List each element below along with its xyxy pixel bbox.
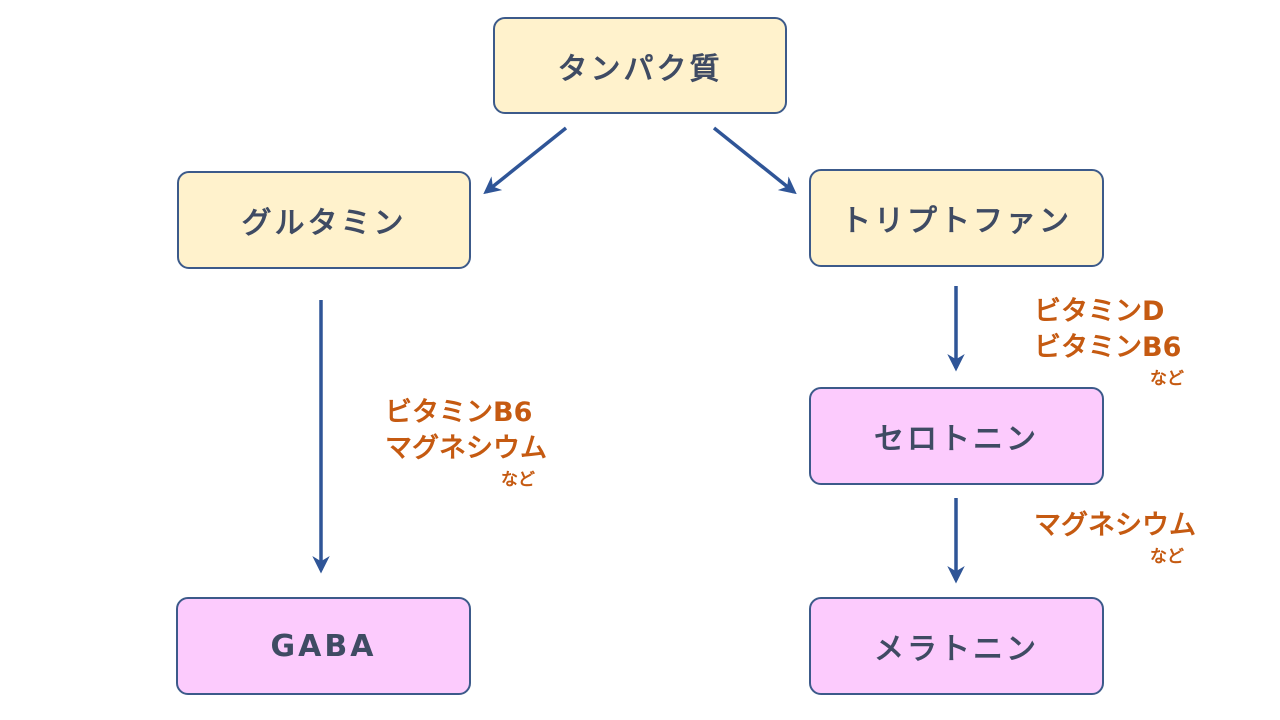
arrow-protein-to-glutamine bbox=[483, 126, 568, 195]
node-tryptophan-label: トリプトファン bbox=[841, 204, 1072, 239]
node-glutamine-label: グルタミン bbox=[241, 206, 407, 241]
arrow-protein-to-tryptophan bbox=[712, 126, 797, 195]
node-melatonin: メラトニン bbox=[809, 597, 1104, 695]
note-suffix: など bbox=[1150, 369, 1184, 389]
note-suffix: など bbox=[501, 470, 535, 490]
note-line: ビタミンB6 bbox=[1034, 332, 1182, 363]
note-suffix: など bbox=[1150, 547, 1184, 567]
note-line: マグネシウム bbox=[385, 433, 547, 464]
node-serotonin: セロトニン bbox=[809, 387, 1104, 485]
note-line: ビタミンB6 bbox=[385, 397, 533, 428]
node-melatonin-label: メラトニン bbox=[874, 632, 1039, 667]
node-glutamine: グルタミン bbox=[177, 171, 471, 269]
node-gaba-label: GABA bbox=[270, 628, 377, 664]
node-serotonin-label: セロトニン bbox=[874, 422, 1039, 457]
note-tryptophan-to-serotonin: ビタミンD ビタミンB6 など bbox=[1034, 294, 1184, 392]
note-line: マグネシウム bbox=[1034, 510, 1196, 541]
node-tryptophan: トリプトファン bbox=[809, 169, 1104, 267]
node-protein: タンパク質 bbox=[493, 17, 787, 114]
note-line: ビタミンD bbox=[1034, 296, 1165, 327]
note-serotonin-to-melatonin: マグネシウム など bbox=[1034, 508, 1214, 570]
node-gaba: GABA bbox=[176, 597, 471, 695]
node-protein-label: タンパク質 bbox=[557, 51, 723, 87]
note-glutamine-to-gaba: ビタミンB6 マグネシウム など bbox=[385, 395, 565, 493]
